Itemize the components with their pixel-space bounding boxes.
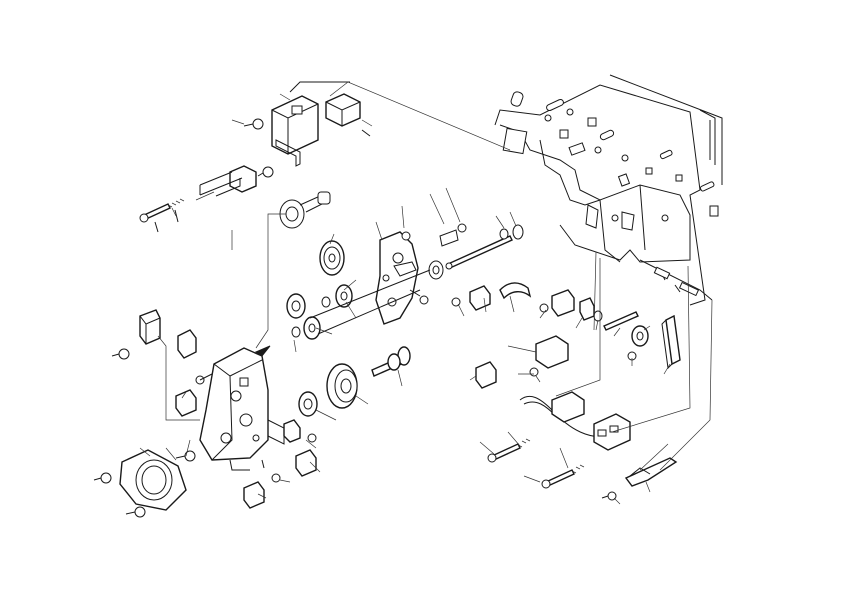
direction-arrow bbox=[254, 345, 271, 357]
brackets-bottom-center bbox=[243, 419, 317, 509]
gear-large-1 bbox=[319, 240, 345, 276]
clutch-top bbox=[279, 191, 331, 229]
left-side-plate bbox=[199, 347, 285, 471]
sensor-feeler-bottom-right bbox=[601, 457, 678, 501]
gear-stack-left bbox=[286, 284, 353, 340]
sensor-bracket-top bbox=[199, 165, 257, 197]
top-motor-assembly bbox=[243, 81, 371, 178]
shaft-mid bbox=[309, 269, 431, 335]
main-frame-right bbox=[494, 74, 723, 306]
shaft-center bbox=[401, 223, 524, 280]
harness-connectors bbox=[519, 391, 631, 451]
bracket-left-upper bbox=[111, 309, 197, 360]
gear-large-lower bbox=[298, 363, 358, 417]
bracket-right-upper bbox=[539, 289, 603, 322]
shaft-lower bbox=[371, 346, 411, 377]
screws-lower-right bbox=[487, 438, 585, 489]
shaft-right bbox=[603, 311, 649, 361]
leader-lines bbox=[139, 81, 713, 505]
bracket-left-lower bbox=[175, 373, 213, 417]
bracket-right-vertical bbox=[661, 314, 681, 370]
motor-bottom-left bbox=[93, 449, 196, 518]
bushings-center bbox=[409, 282, 532, 311]
bracket-center-lower bbox=[475, 335, 569, 389]
side-plate-center bbox=[375, 231, 419, 325]
screw-spring-left bbox=[139, 198, 185, 233]
